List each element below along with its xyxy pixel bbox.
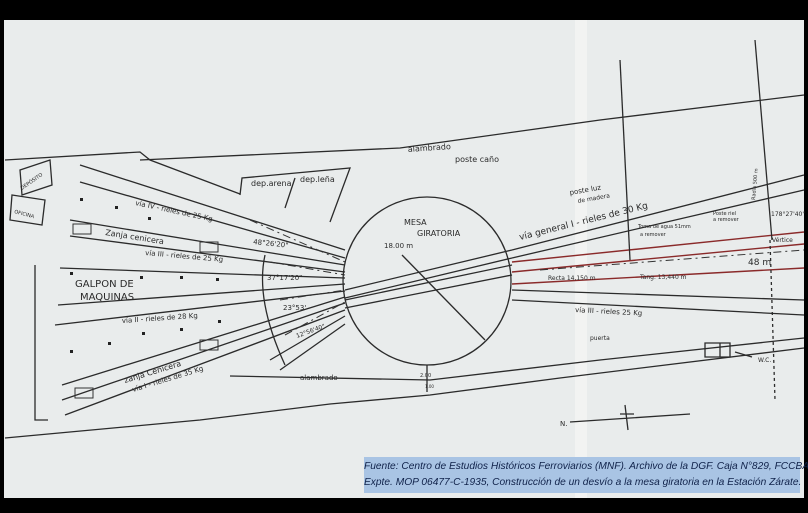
wall-outline xyxy=(4,151,241,195)
label-via-iii-right: vía III - rieles 25 Kg xyxy=(575,306,643,318)
label-toma-agua: Toma de agua 51mm xyxy=(637,224,691,230)
label-oficina: OFICINA xyxy=(13,209,35,220)
label-dim-1m: 1.00 xyxy=(425,384,434,389)
turntable-bridge xyxy=(344,249,513,309)
label-alambrado-top: alambrado xyxy=(408,142,452,154)
right-tracks xyxy=(511,39,805,401)
shed-columns xyxy=(70,198,221,353)
left-tracks xyxy=(54,164,346,416)
wc-building xyxy=(704,342,731,358)
label-dim-48: 48 m xyxy=(748,258,771,268)
label-recta: Recta 14,150 m xyxy=(548,275,596,282)
label-poste-cano: poste caño xyxy=(455,155,499,164)
fence-bottom-edge xyxy=(4,347,805,439)
label-dep-arena: dep.arena xyxy=(251,179,292,188)
label-a-remover-1: a remover xyxy=(640,232,667,238)
label-angle-5: 178°27'40" xyxy=(771,211,805,218)
wc-pointer xyxy=(734,351,753,358)
north-arrow xyxy=(569,404,691,431)
caption-line-1: Fuente: Centro de Estudios Históricos Fe… xyxy=(364,461,808,472)
deposit-building xyxy=(19,159,53,196)
label-diameter: 18.00 m xyxy=(384,242,413,250)
engine-shed-wall xyxy=(34,265,48,421)
label-vertice: Vértice xyxy=(772,237,793,244)
paper-fold xyxy=(575,20,587,498)
diameter-arrow xyxy=(401,254,486,341)
ash-pit-grates xyxy=(72,223,219,399)
source-caption: Fuente: Centro de Estudios Históricos Fe… xyxy=(364,457,808,493)
caption-line-2: Expte. MOP 06477-C-1935, Construcción de… xyxy=(364,477,802,488)
label-angle-2: 37°17'20" xyxy=(267,274,302,282)
label-puerta: puerta xyxy=(590,335,610,342)
label-wc: W.C. xyxy=(758,357,771,364)
label-angle-1: 48°26'20" xyxy=(253,238,289,250)
label-angle-3: 23°53' xyxy=(283,304,306,312)
shed-divider xyxy=(284,177,296,209)
label-poste-riel: Poste riel xyxy=(713,211,736,217)
label-radio: Radio 500 m xyxy=(751,168,760,200)
paper xyxy=(4,20,804,498)
fence-top xyxy=(139,94,805,161)
label-a-remover-2: a remover xyxy=(713,217,740,223)
label-dim-2m: 2.00 xyxy=(420,373,431,379)
label-north: N. xyxy=(560,420,567,428)
label-galpon: GALPON DE xyxy=(75,279,134,290)
label-dep-lena: dep.leña xyxy=(300,175,335,184)
label-giratoria: GIRATORIA xyxy=(417,229,461,238)
label-mesa: MESA xyxy=(404,218,427,227)
storage-sheds xyxy=(239,167,351,223)
label-alambrado-bottom: alambrado xyxy=(300,374,338,382)
fence-bottom xyxy=(229,337,805,381)
label-maquinas: MAQUINAS xyxy=(80,292,134,303)
office-building xyxy=(9,194,46,226)
label-tang: Tang. 13,440 m xyxy=(639,274,687,281)
